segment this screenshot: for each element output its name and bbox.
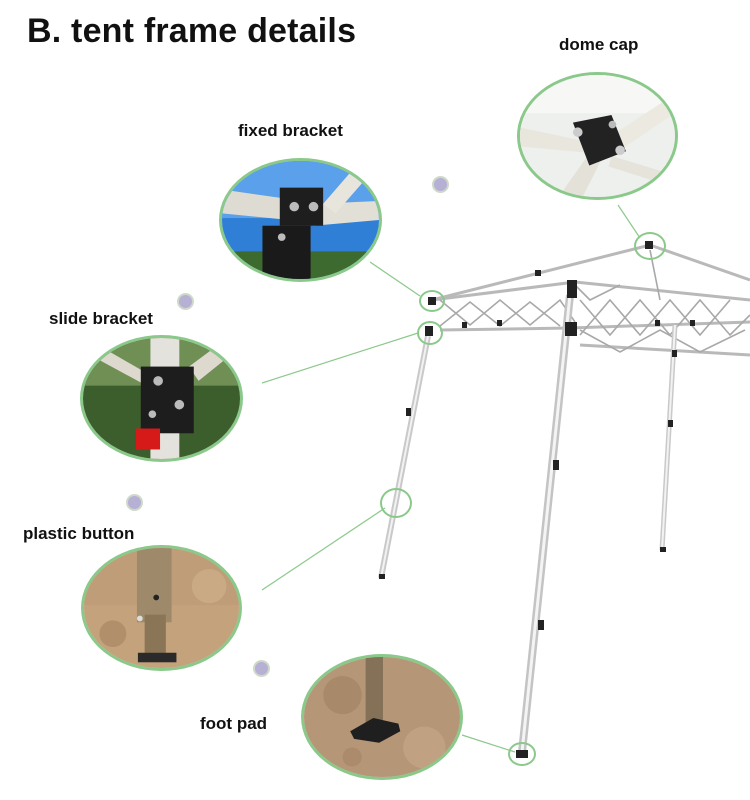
foot-pad-label: foot pad <box>200 714 268 733</box>
foot-pad-detail-image <box>301 654 463 780</box>
dome-cap-highlight <box>634 232 666 260</box>
leader-lines <box>261 204 641 753</box>
fixed-bracket-label: fixed bracket <box>238 121 343 140</box>
marker-dot <box>253 660 270 677</box>
dome-cap-label: dome cap <box>559 35 639 54</box>
foot-pad-highlight <box>508 742 536 766</box>
marker-dot <box>177 293 194 310</box>
marker-dot <box>432 176 449 193</box>
fixed-bracket-highlight <box>419 290 445 312</box>
plastic-button-label: plastic button <box>23 524 135 543</box>
marker-dot <box>126 494 143 511</box>
page-title: B. tent frame details <box>27 12 357 50</box>
plastic-button-detail-image <box>81 545 242 671</box>
fixed-bracket-detail-image <box>219 158 382 282</box>
tent-legs <box>378 294 678 753</box>
plastic-button-highlight <box>380 488 412 518</box>
slide-bracket-detail-image <box>80 335 243 462</box>
slide-bracket-highlight <box>417 321 443 345</box>
dome-cap-detail-image <box>517 72 678 200</box>
slide-bracket-label: slide bracket <box>49 309 153 328</box>
